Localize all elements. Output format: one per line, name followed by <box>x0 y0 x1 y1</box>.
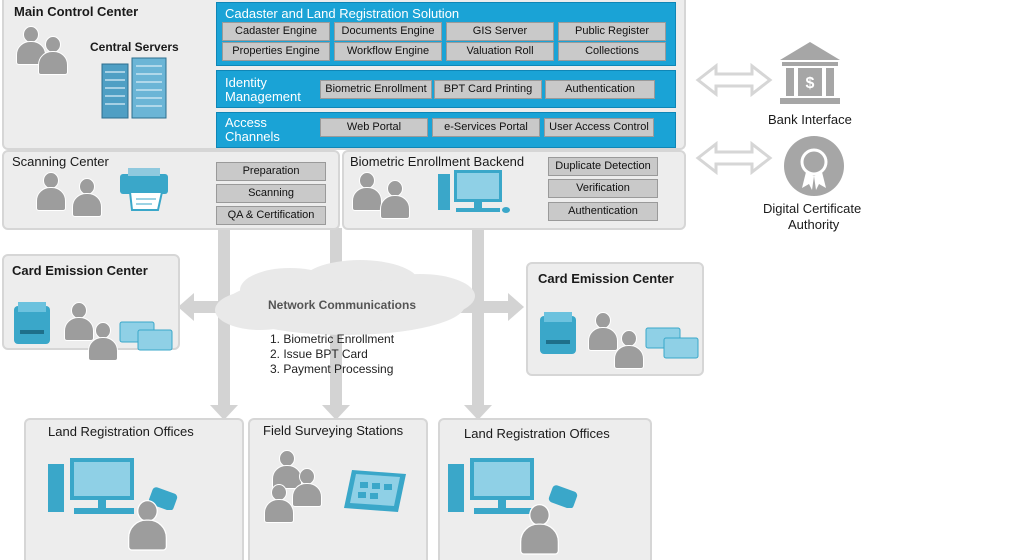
card-printer-icon <box>540 312 576 354</box>
lro-right-title: Land Registration Offices <box>464 426 610 441</box>
access-channels-title-1: Access <box>225 115 267 130</box>
user-icon <box>520 504 559 555</box>
step-duplicate-detection: Duplicate Detection <box>548 157 658 176</box>
module-cadaster-engine: Cadaster Engine <box>222 22 330 41</box>
user-icon <box>588 312 618 351</box>
certificate-seal-icon <box>784 136 844 196</box>
printer-icon <box>120 168 168 211</box>
cadaster-solution-title: Cadaster and Land Registration Solution <box>225 6 460 21</box>
network-item: 3. Payment Processing <box>270 362 394 376</box>
user-icon <box>614 330 644 369</box>
user-icon <box>36 172 66 211</box>
module-properties-engine: Properties Engine <box>222 42 330 61</box>
module-eservices-portal: e-Services Portal <box>432 118 540 137</box>
user-icon <box>352 172 382 211</box>
dca-label-line2: Authority <box>788 217 840 232</box>
user-icon <box>64 302 94 341</box>
user-icon <box>16 26 46 65</box>
id-cards-icon <box>119 321 173 351</box>
module-authentication: Authentication <box>545 80 655 99</box>
step-verification: Verification <box>548 179 658 198</box>
dca-label-line1: Digital Certificate <box>763 201 862 216</box>
step-authentication: Authentication <box>548 202 658 221</box>
user-icon <box>264 484 294 523</box>
step-scanning: Scanning <box>216 184 326 203</box>
user-icon <box>72 178 102 217</box>
card-printer-icon <box>14 302 50 344</box>
svg-text:$: $ <box>806 75 815 92</box>
tablet-icon <box>344 470 406 512</box>
fingerprint-scanner-icon <box>548 485 578 508</box>
user-icon <box>380 180 410 219</box>
main-control-center-title: Main Control Center <box>14 4 139 19</box>
module-workflow-engine: Workflow Engine <box>334 42 442 61</box>
network-items-list: 1. Biometric Enrollment 2. Issue BPT Car… <box>270 332 394 377</box>
user-icon <box>38 36 68 75</box>
module-user-access-control: User Access Control <box>544 118 654 137</box>
card-emission-left-title: Card Emission Center <box>12 263 148 278</box>
server-rack-icon <box>101 57 167 119</box>
step-preparation: Preparation <box>216 162 326 181</box>
module-collections: Collections <box>558 42 666 61</box>
workstation-icon <box>448 458 534 514</box>
bank-interface-label: Bank Interface <box>768 112 852 127</box>
user-icon <box>88 322 118 361</box>
id-cards-icon <box>645 327 699 359</box>
bank-icon: $ <box>780 42 840 104</box>
biometric-backend-title: Biometric Enrollment Backend <box>350 154 525 169</box>
module-public-register: Public Register <box>558 22 666 41</box>
access-channels-title-2: Channels <box>225 129 280 144</box>
lro-left-title: Land Registration Offices <box>48 424 194 439</box>
module-valuation-roll: Valuation Roll <box>446 42 554 61</box>
module-biometric-enrollment: Biometric Enrollment <box>320 80 432 99</box>
workstation-icon <box>48 458 134 514</box>
module-gis-server: GIS Server <box>446 22 554 41</box>
module-bpt-card-printing: BPT Card Printing <box>434 80 542 99</box>
network-item: 2. Issue BPT Card <box>270 347 368 361</box>
user-icon <box>128 500 167 551</box>
identity-management-title-1: Identity <box>225 75 267 90</box>
scanning-center-title: Scanning Center <box>12 154 109 169</box>
step-qa-certification: QA & Certification <box>216 206 326 225</box>
workstation-icon <box>438 170 510 213</box>
module-documents-engine: Documents Engine <box>334 22 442 41</box>
field-surveying-title: Field Surveying Stations <box>263 423 404 438</box>
network-item: 1. Biometric Enrollment <box>270 332 395 346</box>
card-emission-right-title: Card Emission Center <box>538 271 674 286</box>
user-icon <box>292 468 322 507</box>
identity-management-title-2: Management <box>225 89 301 104</box>
central-servers-label: Central Servers <box>90 40 179 54</box>
module-web-portal: Web Portal <box>320 118 428 137</box>
network-communications-title: Network Communications <box>268 298 417 312</box>
